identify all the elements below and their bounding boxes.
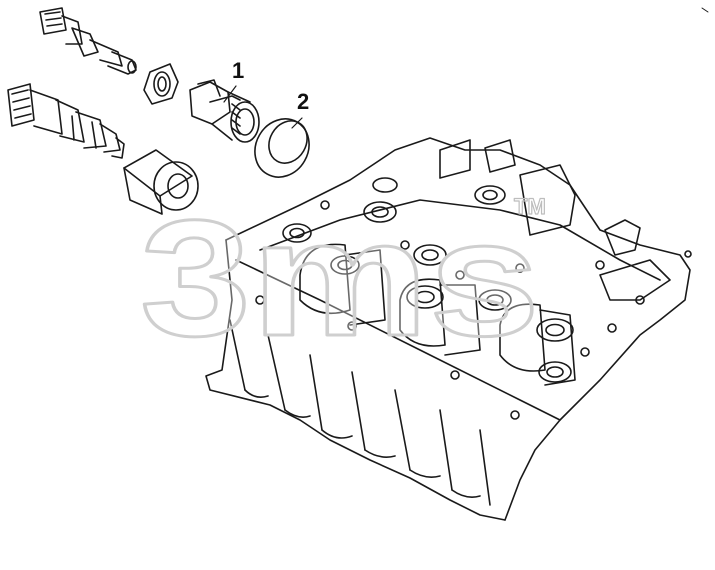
part-1-fitting [189,79,260,143]
upper-sensor [39,7,137,75]
leader-lines [223,85,303,129]
callout-2: 2 [297,89,310,114]
watermark-text: 3ms [140,186,540,370]
small-nut [143,63,179,105]
bushing [123,149,199,215]
leader-line-2 [291,117,303,129]
leader-line-1 [223,85,237,103]
corner-mark [701,7,709,13]
part-2-seal-ring [254,118,310,178]
lower-sensor [7,83,125,159]
cylinder-head [205,137,692,521]
watermark: 3ms TM [139,185,547,372]
watermark-tm: TM [514,194,546,219]
callout-1: 1 [232,58,245,83]
